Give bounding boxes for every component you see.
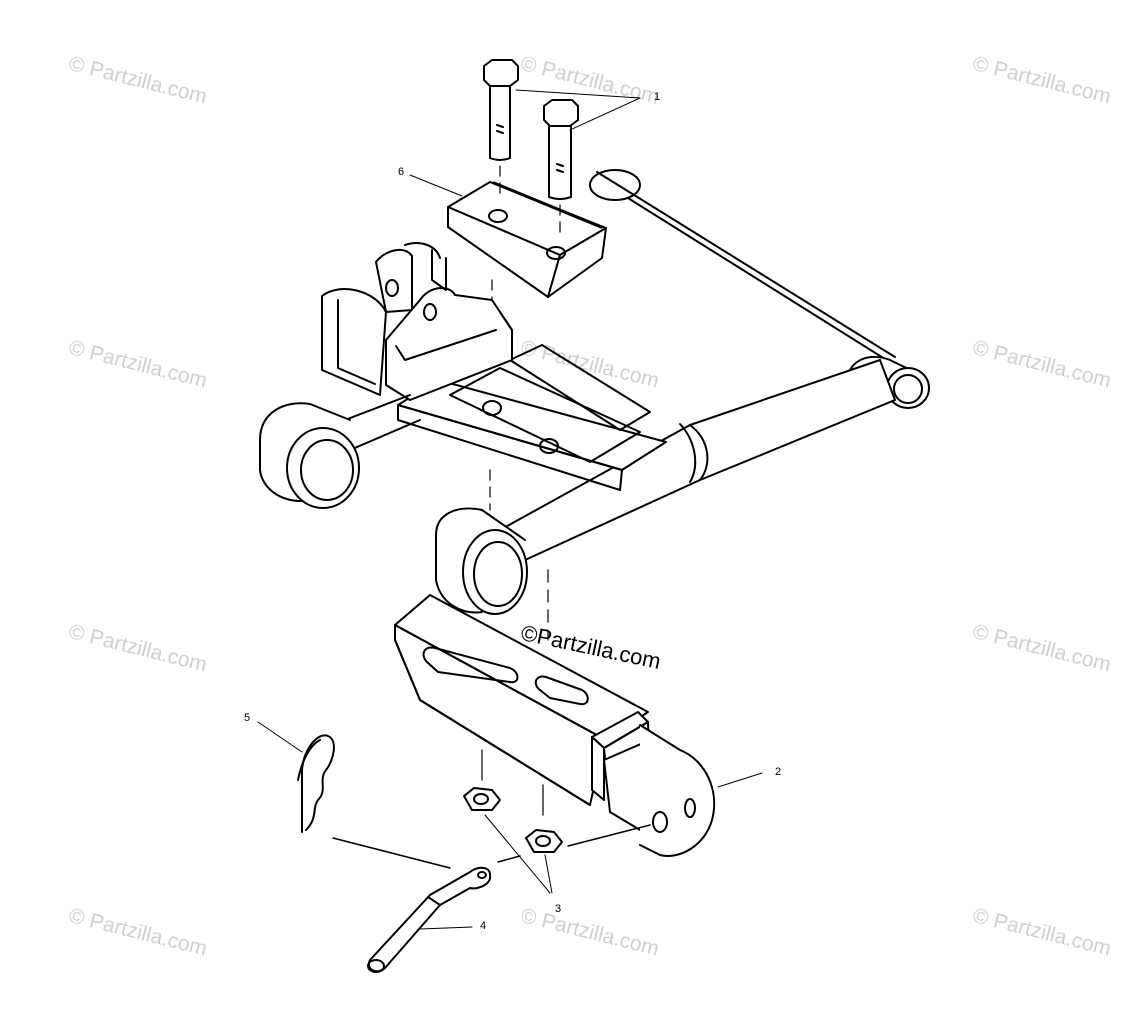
assembly-lines (332, 824, 651, 869)
callout-3: 3 (555, 903, 562, 915)
callout-4: 4 (480, 920, 487, 932)
hitch-pin (367, 866, 492, 973)
callout-1: 1 (654, 91, 661, 103)
nut-right (525, 829, 563, 853)
a-arm-left-pivot (259, 394, 421, 509)
hair-pin-clip (297, 734, 335, 833)
a-arm-front-tube (499, 359, 896, 561)
hitch-bar (394, 594, 716, 857)
bolt-left (483, 59, 519, 161)
bolt-right (543, 99, 579, 200)
a-arm-lower-pivot (435, 507, 528, 615)
callout-6: 6 (398, 166, 405, 178)
a-arm-upper-bracket (321, 242, 513, 401)
leader-lines (257, 89, 763, 930)
callout-5: 5 (244, 712, 251, 724)
nut-left (463, 787, 501, 811)
a-arm-rear-tube (589, 169, 921, 382)
top-plate (447, 181, 607, 298)
callout-2: 2 (775, 766, 782, 778)
